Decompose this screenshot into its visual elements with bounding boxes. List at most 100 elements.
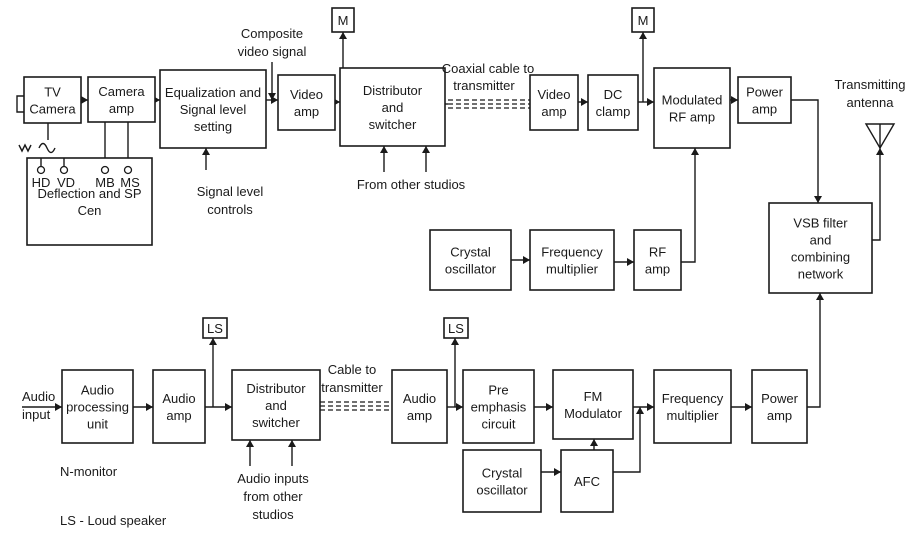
video-amp-1-label: Video <box>290 87 323 102</box>
deflection-label: Deflection and SP <box>37 186 141 201</box>
audio-proc-label: processing <box>66 400 129 415</box>
distributor-audio-label: switcher <box>252 415 300 430</box>
audio-inputs-other-label-3: studios <box>252 507 294 522</box>
audio-amp-1-label: amp <box>166 408 191 423</box>
dc-clamp-label: clamp <box>596 104 631 119</box>
audio-inputs-other-label-2: from other <box>243 489 303 504</box>
video-amp-2-label: Video <box>537 87 570 102</box>
vsb-label: VSB filter <box>793 216 848 231</box>
tv-camera-label: TV <box>44 85 61 100</box>
freq-mult-2-label: multiplier <box>666 408 719 423</box>
afc-box <box>560 449 614 513</box>
pre-emphasis-box <box>462 369 535 444</box>
freq-mult-2-block: Frequency multiplier <box>653 369 732 444</box>
video-amp-1-box <box>277 74 336 131</box>
equalization-label: Equalization and <box>165 85 261 100</box>
deflection-label: Cen <box>78 203 102 218</box>
coax-label-1: Coaxial cable to <box>442 61 535 76</box>
rf-amp-label: amp <box>645 262 670 277</box>
monitor-1-label: M <box>338 13 349 28</box>
afc-block: AFC <box>560 449 614 513</box>
power-amp-video-block: Power amp <box>737 76 792 124</box>
signal-level-label-1: Signal level <box>197 184 264 199</box>
audio-inputs-other-label-1: Audio inputs <box>237 471 309 486</box>
audio-input-label-2: input <box>22 407 51 422</box>
freq-mult-2-box <box>653 369 732 444</box>
hd-label: HD <box>32 175 51 190</box>
crystal-osc-1-label: Crystal <box>450 245 491 260</box>
vsb-label: network <box>798 267 844 282</box>
modulated-rf-label: Modulated <box>662 93 723 108</box>
power-amp-audio-label: amp <box>767 408 792 423</box>
rf-amp-box <box>633 229 682 291</box>
legend-loudspeaker: LS - Loud speaker <box>60 513 167 528</box>
ls-2-box <box>443 317 469 339</box>
distributor-video-label: switcher <box>369 117 417 132</box>
ls-1-box <box>202 317 228 339</box>
power-amp-video-label: amp <box>752 102 777 117</box>
deflection-box <box>26 157 153 246</box>
audio-input-label-1: Audio <box>22 389 55 404</box>
tv-camera-label: Camera <box>29 102 76 117</box>
crystal-osc-1-box <box>429 229 512 291</box>
audio-amp-1-label: Audio <box>162 391 195 406</box>
video-amp-2-block: Video amp <box>529 74 579 131</box>
audio-proc-label: Audio <box>81 383 114 398</box>
modulated-rf-box <box>653 67 731 149</box>
power-amp-video-label: Power <box>746 85 784 100</box>
camera-lens-icon <box>16 95 24 113</box>
audio-amp-2-block: Audio amp <box>391 369 448 444</box>
freq-mult-1-label: multiplier <box>546 262 599 277</box>
power-amp-video-box <box>737 76 792 124</box>
antenna-label-2: antenna <box>847 95 895 110</box>
camera-amp-label: amp <box>109 101 134 116</box>
vsb-label: combining <box>791 250 850 265</box>
deflection-terminals <box>36 158 133 175</box>
composite-label-2: video signal <box>238 44 307 59</box>
crystal-osc-2-label: oscillator <box>476 483 528 498</box>
distributor-video-label: Distributor <box>363 83 423 98</box>
signal-level-label-2: controls <box>207 202 253 217</box>
monitor-2-box <box>631 7 655 33</box>
transmitting-antenna-icon <box>864 123 896 150</box>
ls-1-label: LS <box>207 321 223 336</box>
distributor-audio-label: and <box>265 398 287 413</box>
crystal-osc-1-label: oscillator <box>445 262 497 277</box>
audio-amp-2-label: amp <box>407 408 432 423</box>
afc-label: AFC <box>574 474 600 489</box>
mb-label: MB <box>95 175 115 190</box>
freq-mult-1-label: Frequency <box>541 245 603 260</box>
freq-mult-2-label: Frequency <box>662 391 724 406</box>
freq-mult-1-block: Frequency multiplier <box>529 229 615 291</box>
distributor-video-box <box>339 67 446 147</box>
tv-camera-block: TV Camera <box>23 76 82 124</box>
coax-label-2: transmitter <box>453 78 515 93</box>
sync-waveform-icon <box>18 142 56 154</box>
crystal-osc-2-box <box>462 449 542 513</box>
crystal-osc-2-label: Crystal <box>482 466 523 481</box>
audio-proc-box <box>61 369 134 444</box>
arrowheads <box>55 32 884 476</box>
audio-amp-2-label: Audio <box>403 391 436 406</box>
crystal-osc-1-block: Crystal oscillator <box>429 229 512 291</box>
tv-camera-box <box>23 76 82 124</box>
video-amp-2-label: amp <box>541 104 566 119</box>
pre-emphasis-label: emphasis <box>471 400 527 415</box>
from-other-studios-label: From other studios <box>357 177 466 192</box>
dc-clamp-label: DC <box>604 87 623 102</box>
legend-monitor: N-monitor <box>60 464 118 479</box>
distributor-audio-label: Distributor <box>246 381 306 396</box>
monitor-1-block: M <box>331 7 355 33</box>
ls-2-label: LS <box>448 321 464 336</box>
